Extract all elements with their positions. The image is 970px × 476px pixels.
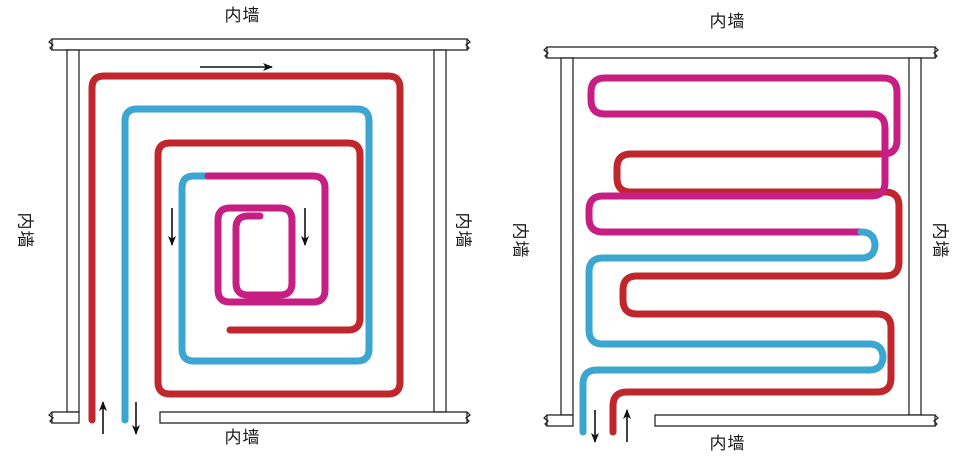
wall-bottom-left-break: [48, 411, 54, 424]
spiral-diagram-svg: [48, 38, 471, 435]
label-wall-right: 内墙: [452, 212, 473, 249]
wall-left: [560, 57, 574, 416]
pipe-supply-red: [609, 150, 903, 436]
wall-left: [66, 49, 80, 413]
panel-spiral-layout: 内墙 内墙 内墙 内墙: [14, 6, 473, 448]
wall-top-break-left: [48, 38, 54, 51]
label-wall-top: 内墙: [224, 6, 261, 26]
label-wall-left: 内墙: [14, 212, 35, 249]
serpentine-diagram-svg: [543, 46, 939, 443]
panel-serpentine-layout: 内墙 内墙 内墙 内墙: [485, 0, 970, 476]
wall-group: [543, 46, 939, 427]
wall-right: [433, 49, 447, 413]
label-wall-bottom: 内墙: [709, 434, 746, 454]
wall-top: [51, 38, 468, 51]
wall-bottom-break-right: [933, 414, 939, 427]
pipe-return-magenta: [204, 172, 329, 306]
wall-bottom: [159, 411, 468, 424]
wall-top: [546, 46, 936, 59]
pipe-supply-red: [88, 72, 404, 424]
pipe-transition-blue: [121, 105, 373, 424]
label-wall-bottom: 内墙: [224, 428, 261, 448]
pipe-return-blue: [579, 228, 887, 436]
wall-top-break-right: [933, 46, 939, 59]
wall-top-break-left: [543, 46, 549, 59]
pipe-mid-magenta: [585, 74, 901, 236]
wall-bottom-left-break: [543, 414, 549, 427]
label-wall-right: 内墙: [929, 222, 950, 259]
wall-bottom-left-stub: [546, 414, 574, 427]
wall-bottom-break-right: [465, 411, 471, 424]
label-wall-left: 内墙: [509, 222, 530, 259]
label-wall-top: 内墙: [709, 12, 746, 32]
wall-bottom-left-stub: [51, 411, 80, 424]
wall-right: [908, 57, 922, 416]
wall-group: [48, 38, 471, 424]
wall-top-break-right: [465, 38, 471, 51]
wall-bottom: [654, 414, 936, 427]
